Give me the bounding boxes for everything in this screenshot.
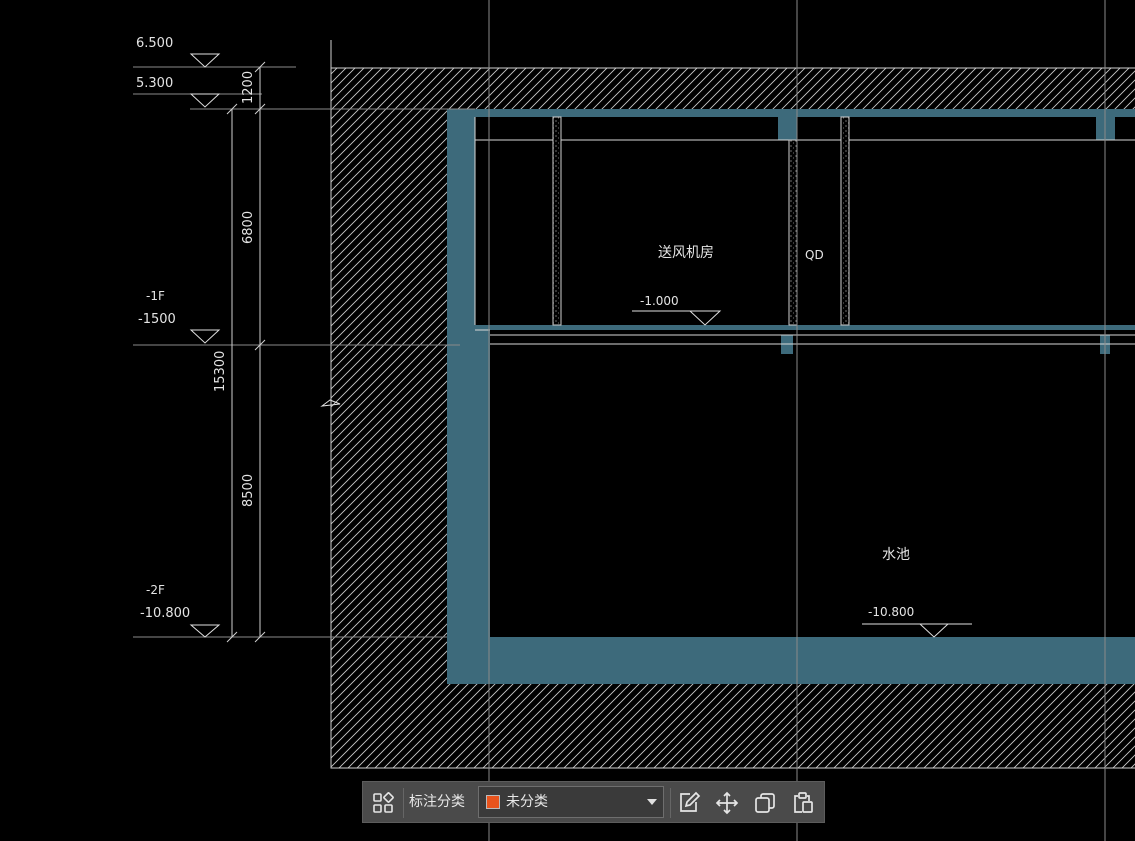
floor-level-upper: -1.000 [640,294,679,308]
level-value-1: 6.500 [136,36,173,51]
level-floor-4: -2F [146,583,165,597]
grid-lines [488,0,1106,841]
room-label-shaft: QD [805,248,824,262]
dimension-6800: 6800 [241,211,256,244]
soil-hatch [330,40,1135,769]
dimension-lines [226,61,266,643]
level-value-2: 5.300 [136,76,173,91]
room-label-pool: 水池 [882,547,910,563]
toolbar-divider [403,788,404,818]
dimension-8500: 8500 [241,474,256,507]
category-color-swatch [486,795,500,809]
edit-icon[interactable] [674,788,704,818]
interior-lines [474,116,1135,345]
grid-cluster-icon[interactable] [368,788,398,818]
room-label-fan-room: 送风机房 [658,245,714,261]
chevron-down-icon [647,799,657,805]
floor-level-lower: -10.800 [868,605,914,619]
concrete-structure [447,109,1135,684]
category-select[interactable]: 未分类 [478,786,664,818]
level-value-4: -10.800 [140,606,190,621]
move-arrows-icon[interactable] [712,788,742,818]
annotation-toolbar: 标注分类 未分类 [362,781,825,823]
category-value: 未分类 [506,794,548,810]
paste-icon[interactable] [788,788,818,818]
dimension-1200: 1200 [241,71,256,104]
toolbar-divider [670,788,671,818]
level-markers [189,53,972,638]
dimension-15300: 15300 [213,351,228,392]
copy-icon[interactable] [750,788,780,818]
level-value-3: -1500 [138,312,176,327]
category-label: 标注分类 [409,794,465,810]
level-floor-3: -1F [146,289,165,303]
